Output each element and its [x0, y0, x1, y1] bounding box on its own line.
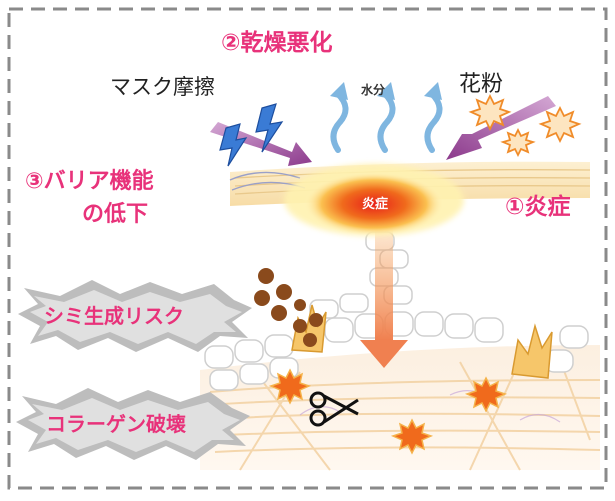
collagen-burst	[16, 388, 250, 460]
dashed-frame	[7, 7, 608, 490]
pollen-icon	[468, 93, 582, 158]
water-label: 水分	[361, 83, 386, 97]
dryness-label: ②乾燥悪化	[221, 30, 333, 56]
inflammation-label: ①炎症	[505, 194, 571, 220]
inflammation-spot	[284, 164, 464, 236]
spot-risk-label: シミ生成リスク	[44, 304, 184, 328]
collagen-break-label: コラーゲン破壊	[46, 412, 186, 436]
spot-risk-burst	[18, 280, 252, 352]
water-wave-icon	[330, 82, 443, 153]
mask-friction-label: マスク摩擦	[110, 75, 215, 99]
lightning-icon	[219, 103, 284, 167]
cell-layer	[204, 231, 589, 391]
inflammation-center-label: 炎症	[362, 197, 389, 212]
burst-icon	[268, 368, 508, 455]
melanin-dots	[254, 268, 323, 347]
inflammation-down-arrow	[360, 215, 408, 368]
pollen-label: 花粉	[459, 72, 504, 97]
scissors-icon	[309, 391, 359, 427]
melanocyte-right	[511, 323, 553, 379]
barrier-label-line1: ③バリア機能	[25, 169, 154, 194]
barrier-label-line2: の低下	[82, 202, 149, 227]
pollen-arrow	[446, 96, 556, 160]
